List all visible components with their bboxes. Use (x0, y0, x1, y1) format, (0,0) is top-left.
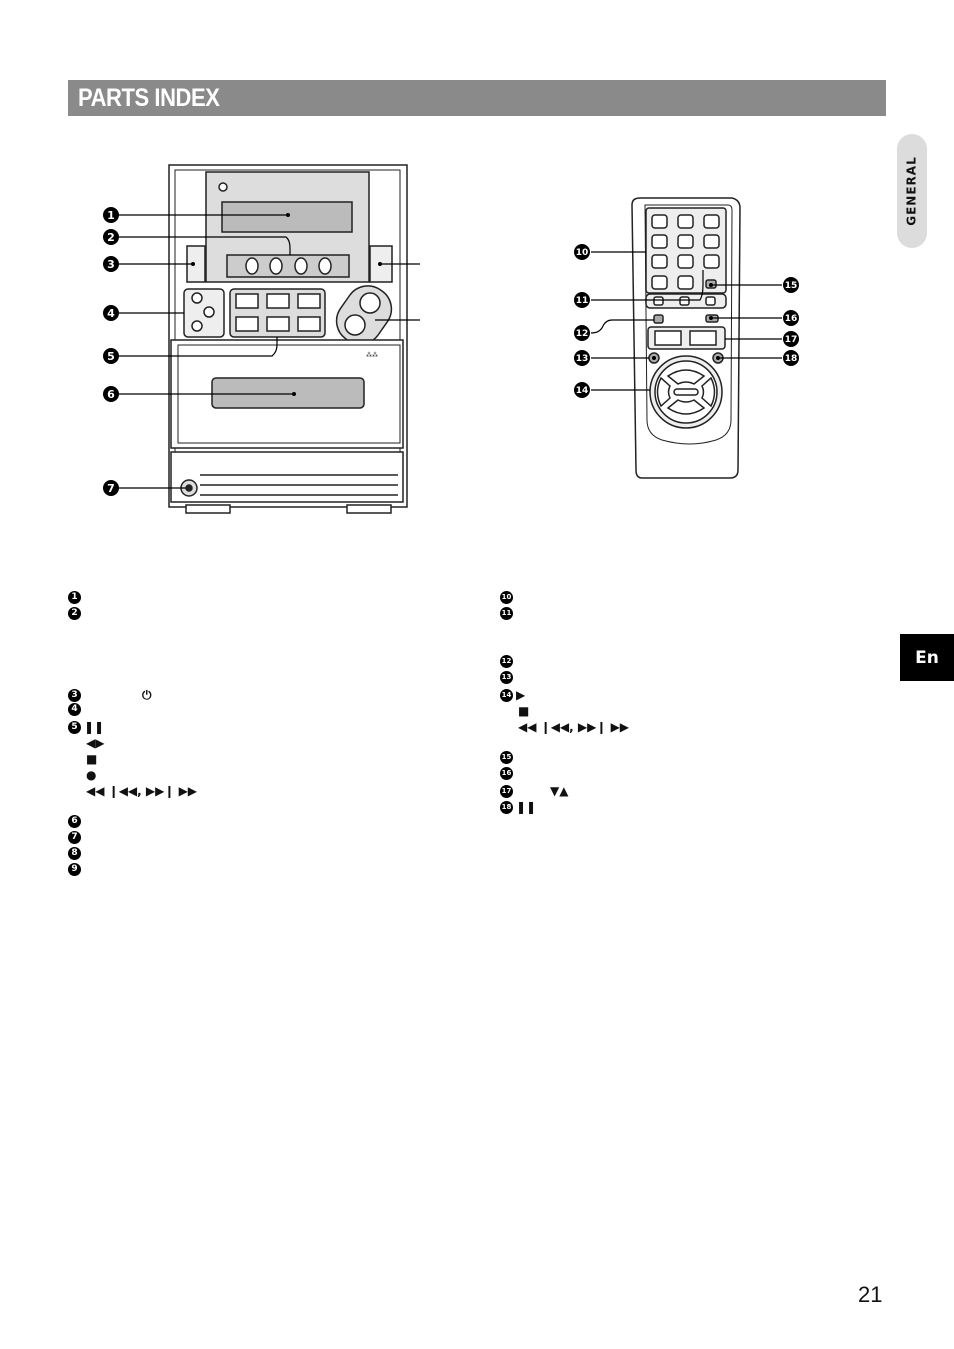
callout-number: 4 (107, 307, 115, 320)
language-tab: En (900, 634, 954, 681)
legend-item: 17▼▲ (500, 784, 569, 798)
legend-item: 1 (68, 591, 81, 604)
legend-item: ◀◀ ❙◀◀, ▶▶❙ ▶▶ (86, 783, 197, 799)
callout-badge (783, 310, 799, 326)
legend-item: ● (86, 767, 96, 783)
callout-number: 1 (107, 209, 115, 222)
legend-item: 9 (68, 863, 81, 876)
reverse-play-icon: ◀▶ (86, 736, 105, 750)
legend-item: 7 (68, 831, 81, 844)
page-number: 21 (858, 1282, 883, 1307)
section-tab-label: GENERAL (905, 156, 919, 226)
callout-badge (574, 244, 590, 260)
skip-search-icons: ◀◀ ❙◀◀, ▶▶❙ ▶▶ (518, 720, 630, 734)
legend-item: 13 (500, 671, 513, 684)
callout-badge (783, 277, 799, 293)
callout-number: 7 (107, 482, 115, 495)
legend-item: ■ (518, 703, 529, 719)
play-icon: ▶ (516, 688, 526, 702)
legend-item: ◀◀ ❙◀◀, ▶▶❙ ▶▶ (518, 719, 629, 735)
svg-text:⁂⁂: ⁂⁂ (366, 352, 378, 359)
legend-item: 16 (500, 767, 513, 780)
callout-number: 6 (107, 388, 115, 401)
title-bar (68, 80, 886, 116)
callout-badge (103, 305, 119, 321)
legend-item: ◀▶ (86, 735, 104, 751)
legend-item: 15 (500, 751, 513, 764)
callout-number: 5 (107, 350, 115, 363)
callout-number: 11 (576, 296, 589, 306)
callout-badge (574, 325, 590, 341)
legend-item: 8 (68, 847, 81, 860)
callout-badge (574, 292, 590, 308)
stop-icon: ■ (86, 752, 98, 766)
section-tab (897, 134, 927, 248)
legend-item: 4 (68, 703, 81, 716)
callout-badge (574, 382, 590, 398)
legend-item: 11 (500, 607, 513, 620)
callout-number: 12 (576, 329, 589, 339)
legend-item: 12 (500, 655, 513, 668)
skip-search-icons: ◀◀ ❙◀◀, ▶▶❙ ▶▶ (86, 784, 198, 798)
callout-badge (103, 207, 119, 223)
callout-number: 10 (576, 248, 589, 258)
callout-number: 15 (785, 281, 798, 291)
callout-number: 18 (785, 354, 798, 364)
legend-item: 14▶ (500, 688, 526, 702)
callout-badge (574, 350, 590, 366)
main-unit-illustration: ⁂⁂ 1 2 3 4 5 6 7 8 9 (103, 164, 420, 514)
callout-badge (103, 386, 119, 402)
stop-icon: ■ (518, 704, 530, 718)
callout-badge (103, 348, 119, 364)
legend-item: ■ (86, 751, 97, 767)
legend-item: 18❚❚ (500, 800, 537, 814)
pause-icon: ❚❚ (84, 720, 105, 734)
callout-number: 14 (576, 386, 589, 396)
page-title: PARTS INDEX (78, 84, 220, 112)
callout-number: 13 (576, 354, 589, 364)
callout-badge (103, 229, 119, 245)
callout-number: 17 (785, 335, 798, 345)
power-icon: ⏻ (142, 688, 152, 702)
callout-badge (103, 480, 119, 496)
callout-number: 3 (107, 258, 115, 271)
remote-illustration: 10 11 12 13 14 15 16 17 18 (574, 197, 799, 479)
callout-badge (783, 331, 799, 347)
legend-item: 2 (68, 607, 81, 620)
callout-number: 16 (785, 314, 798, 324)
legend-item: 5❚❚ (68, 719, 104, 735)
pause-icon: ❚❚ (516, 800, 537, 814)
legend-item: 10 (500, 591, 513, 604)
callout-badge (783, 350, 799, 366)
down-up-arrow-icons: ▼▲ (550, 784, 569, 798)
legend-item: 6 (68, 815, 81, 828)
callout-number: 2 (107, 231, 115, 244)
legend-item: 3⏻ (68, 687, 152, 703)
record-icon: ● (86, 768, 97, 782)
callout-badge (103, 256, 119, 272)
